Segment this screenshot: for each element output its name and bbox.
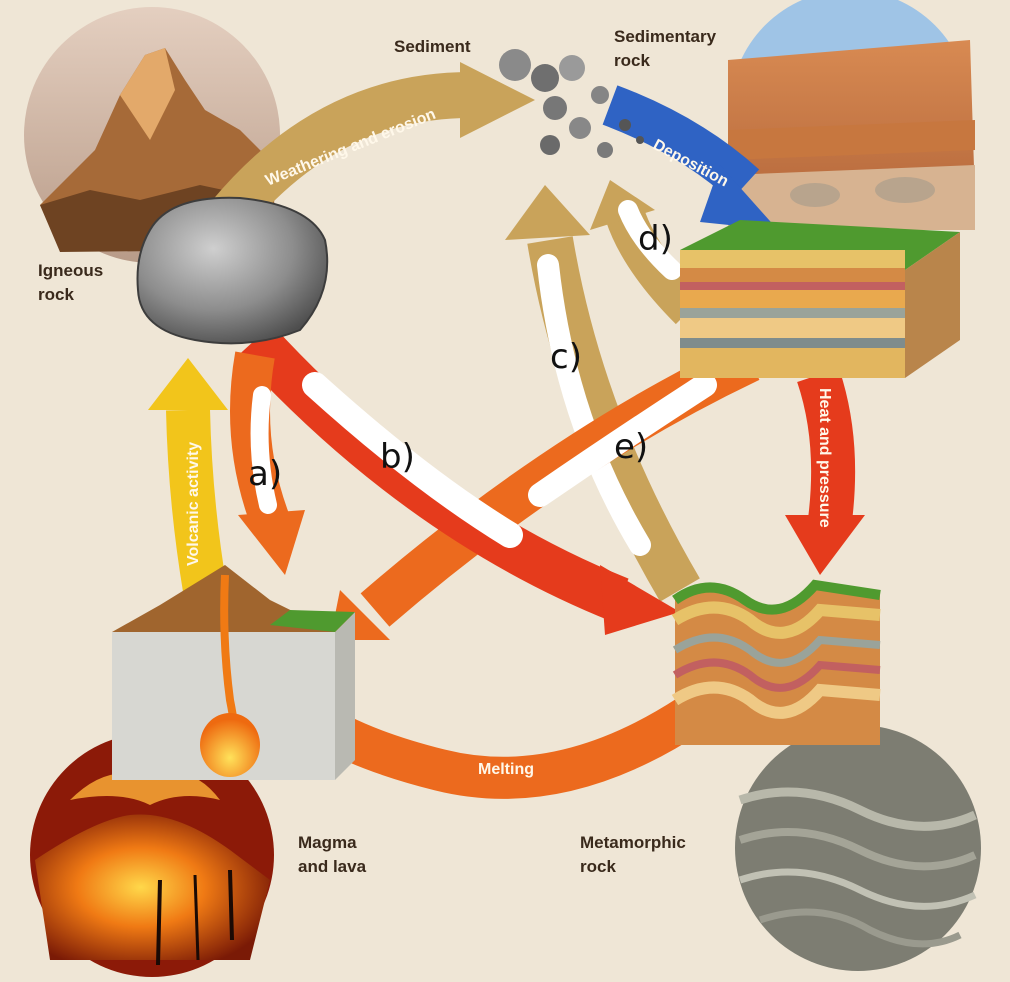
volcano-cross-section-block — [112, 565, 355, 780]
sedimentary-rock-label-line1: Sedimentary — [614, 27, 717, 46]
heat-pressure-label: Heat and pressure — [816, 388, 833, 528]
melting-label: Melting — [478, 761, 534, 778]
magma-lava-photo — [30, 733, 274, 977]
blank-a: a) — [248, 454, 282, 494]
igneous-rock-label-line2: rock — [38, 285, 74, 304]
metamorphic-rock-photo — [735, 725, 981, 971]
igneous-rock-boulder — [136, 196, 329, 345]
metamorphic-rock-label-line1: Metamorphic — [580, 833, 686, 852]
sediment-pebbles — [499, 49, 644, 158]
volcanic-activity-label: Volcanic activity — [185, 442, 202, 566]
metamorphic-folded-block — [671, 579, 881, 745]
volcanic-activity-arrow — [148, 358, 228, 594]
sedimentary-layered-block — [680, 220, 960, 378]
igneous-rock-label-line1: Igneous — [38, 261, 103, 280]
blank-c: c) — [550, 337, 582, 377]
magma-lava-label-line2: and lava — [298, 857, 367, 876]
weathering-erosion-arrow — [212, 62, 535, 230]
heat-pressure-arrow — [785, 367, 865, 575]
blank-d: d) — [638, 219, 673, 259]
deposition-arrow — [602, 85, 778, 230]
magma-lava-label-line1: Magma — [298, 833, 357, 852]
blank-b: b) — [380, 437, 415, 477]
blank-e: e) — [614, 427, 648, 467]
arrow-a — [230, 351, 305, 575]
sediment-label: Sediment — [394, 37, 471, 56]
arrow-d — [590, 180, 705, 325]
arrow-c — [505, 185, 700, 602]
metamorphic-rock-label-line2: rock — [580, 857, 616, 876]
sedimentary-rock-photo — [728, 0, 975, 230]
arrow-b — [238, 324, 680, 635]
sedimentary-rock-label-line2: rock — [614, 51, 650, 70]
